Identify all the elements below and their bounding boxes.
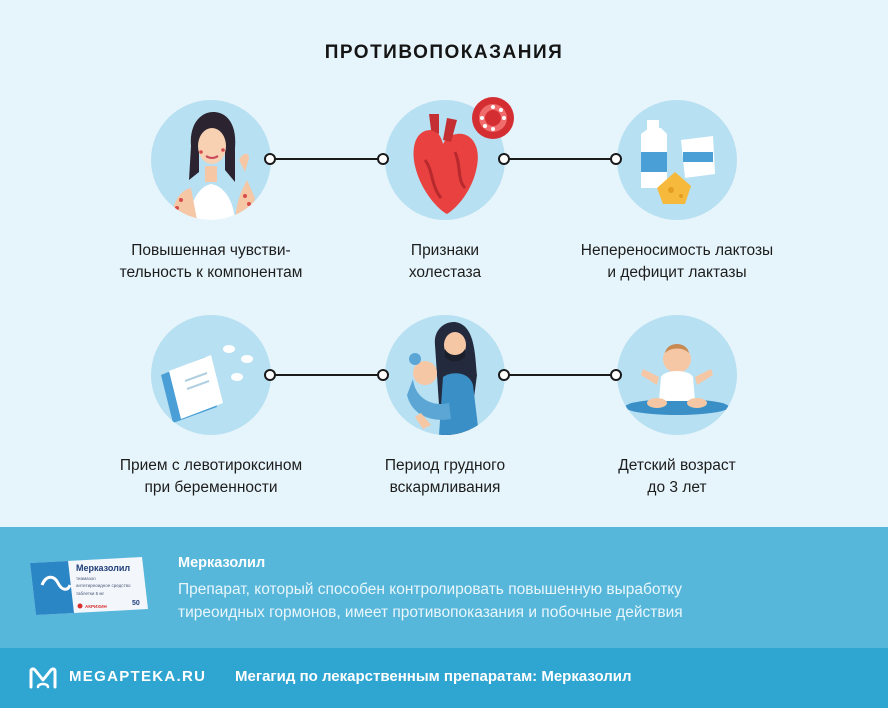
pills-box-icon bbox=[151, 315, 271, 435]
drug-name: Мерказолил bbox=[178, 555, 266, 571]
svg-text:антитиреоидное средство: антитиреоидное средство bbox=[76, 583, 131, 588]
connector-line bbox=[504, 374, 616, 376]
footer-bar: MEGAPTEKA.RU Мегагид по лекарственным пр… bbox=[0, 648, 888, 708]
contraindication-label: Повышенная чувстви-тельность к компонент… bbox=[119, 242, 303, 281]
svg-text:таблетки 5 мг: таблетки 5 мг bbox=[76, 591, 105, 596]
connector-dot bbox=[377, 369, 389, 381]
svg-text:АКРИХИН: АКРИХИН bbox=[85, 604, 107, 609]
skin-rash-woman-icon bbox=[151, 100, 271, 220]
megapteka-logo-icon[interactable] bbox=[28, 665, 58, 691]
baby-icon bbox=[617, 315, 737, 435]
connector-dot bbox=[498, 153, 510, 165]
connector-dot bbox=[264, 153, 276, 165]
footer-brand-link[interactable]: MEGAPTEKA.RU bbox=[69, 668, 207, 685]
connector-line bbox=[270, 158, 384, 160]
connector-dot bbox=[264, 369, 276, 381]
heart-icon bbox=[385, 100, 505, 220]
page-title: ПРОТИВОПОКАЗАНИЯ bbox=[324, 42, 564, 63]
connector-dot bbox=[498, 369, 510, 381]
drug-info-band: Мерказолил Препарат, который способен ко… bbox=[0, 527, 888, 648]
footer-tagline: Мегагид по лекарственным препаратам: Мер… bbox=[235, 668, 632, 685]
connector-dot bbox=[377, 153, 389, 165]
milk-cheese-icon bbox=[617, 100, 737, 220]
drug-package-image: Мерказолил тиамазол антитиреоидное средс… bbox=[30, 557, 148, 615]
connector-dot bbox=[610, 153, 622, 165]
svg-text:тиамазол: тиамазол bbox=[76, 576, 96, 581]
svg-text:50: 50 bbox=[132, 600, 140, 607]
connector-line bbox=[504, 158, 616, 160]
cell-badge-icon bbox=[472, 97, 514, 139]
drug-description: Препарат, который способен контролироват… bbox=[178, 581, 683, 621]
mother-baby-icon bbox=[385, 315, 505, 435]
connector-dot bbox=[610, 369, 622, 381]
connector-line bbox=[270, 374, 384, 376]
svg-text:Мерказолил: Мерказолил bbox=[76, 563, 130, 573]
